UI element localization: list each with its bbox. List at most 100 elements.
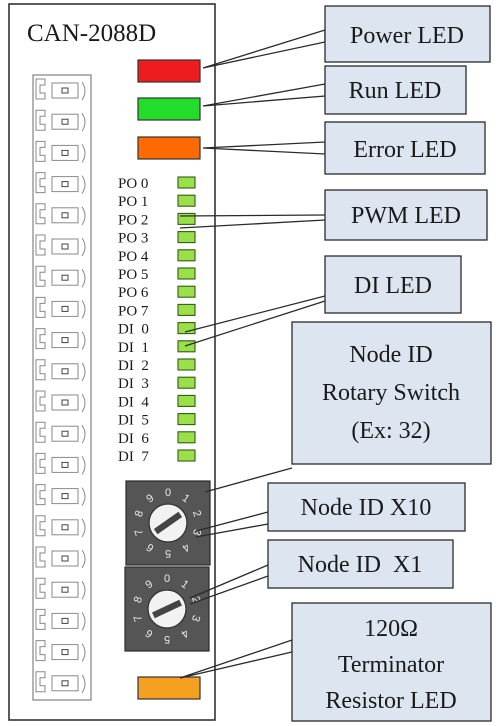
leader-x10-b xyxy=(195,523,269,538)
callout-error-led-text: Error LED xyxy=(353,137,456,163)
io-led-item: PO 1 xyxy=(118,194,196,210)
callout-terminator: 120Ω Terminator Resistor LED xyxy=(291,602,492,722)
terminal-block-frame xyxy=(32,74,92,701)
io-led-item: DI 2 xyxy=(118,358,196,374)
callout-node-id-x1-text: Node ID X1 xyxy=(298,552,423,578)
io-led-indicator xyxy=(177,358,196,371)
io-led-indicator xyxy=(177,212,196,225)
leader-error xyxy=(202,141,326,155)
switch-digit: 0 xyxy=(164,573,170,585)
callout-node-id-x10: Node ID X10 xyxy=(267,482,466,532)
io-led-indicator xyxy=(177,231,196,244)
leader-run xyxy=(202,83,326,107)
io-led-label: PO 0 xyxy=(118,176,148,192)
io-led-item: DI 7 xyxy=(118,449,196,465)
model-title: CAN-2088D xyxy=(27,20,156,47)
leader-pwm-a xyxy=(179,214,326,217)
terminal-slot xyxy=(35,234,86,257)
terminal-slot xyxy=(35,515,86,538)
io-led-indicator xyxy=(177,176,196,189)
leader-x1-b xyxy=(189,575,269,605)
io-led-label: PO 6 xyxy=(118,285,149,301)
terminal-slot xyxy=(35,390,86,413)
power-led xyxy=(137,59,201,83)
switch-digit: 0 xyxy=(165,487,171,499)
io-led-label: DI 0 xyxy=(118,322,149,338)
switch-slot xyxy=(153,511,183,535)
callout-pwm-led: PWM LED xyxy=(324,189,488,241)
terminal-slot xyxy=(35,671,86,694)
io-led-indicator xyxy=(177,431,196,444)
leader-x10-a xyxy=(195,511,269,532)
leader-power xyxy=(202,29,326,69)
io-led-label: PO 5 xyxy=(118,267,148,283)
terminator-resistor-led xyxy=(137,676,201,700)
leader-pwm-b xyxy=(179,219,326,229)
io-led-item: PO 4 xyxy=(118,249,196,265)
io-led-indicator xyxy=(177,322,196,335)
io-led-item: PO 6 xyxy=(118,285,196,301)
terminal-slot xyxy=(35,203,86,226)
io-led-indicator xyxy=(177,249,196,262)
callout-run-led: Run LED xyxy=(324,65,467,115)
io-led-label: DI 1 xyxy=(118,340,149,356)
terminal-slot xyxy=(35,640,86,662)
callout-run-led-text: Run LED xyxy=(349,78,442,104)
terminal-slot xyxy=(35,109,86,132)
callout-power-led: Power LED xyxy=(324,5,491,63)
callout-di-led-text: DI LED xyxy=(354,273,432,299)
io-led-indicator xyxy=(177,340,196,353)
io-led-label: PO 4 xyxy=(118,249,149,265)
callout-node-id-switch: Node ID Rotary Switch (Ex: 32) xyxy=(291,321,492,465)
run-led xyxy=(137,97,201,121)
leader-node-id xyxy=(204,467,293,493)
switch-digit: 2 xyxy=(190,509,203,519)
switch-slot xyxy=(152,599,182,619)
callout-node-id-line-2: Rotary Switch xyxy=(322,380,460,406)
switch-digit: 8 xyxy=(132,595,145,605)
terminal-slot xyxy=(35,546,86,569)
io-led-indicator xyxy=(177,376,196,389)
io-led-label: DI 3 xyxy=(118,376,149,392)
io-led-label: PO 7 xyxy=(118,303,149,319)
io-led-indicator xyxy=(177,449,196,462)
terminal-slot xyxy=(35,452,86,475)
leader-di-b xyxy=(184,300,326,347)
terminal-block xyxy=(32,74,92,701)
switch-digit: 3 xyxy=(189,614,202,624)
io-led-item: DI 6 xyxy=(118,431,196,447)
callout-node-id-x1: Node ID X1 xyxy=(267,539,454,589)
terminal-slot xyxy=(35,328,86,350)
io-led-indicator xyxy=(177,413,196,426)
io-led-indicator xyxy=(177,267,196,280)
leader-x1-a xyxy=(189,564,269,599)
io-led-indicator xyxy=(177,303,196,316)
io-led-item: PO 3 xyxy=(118,231,196,247)
error-led xyxy=(137,136,201,160)
switch-digit: 7 xyxy=(132,614,145,624)
io-led-indicator xyxy=(177,194,196,207)
callout-terminator-line-1: 120Ω xyxy=(364,616,418,642)
switch-digit: 5 xyxy=(164,633,170,645)
switch-digit: 8 xyxy=(133,509,146,519)
callout-node-id-line-3: (Ex: 32) xyxy=(351,418,430,444)
io-led-item: PO 5 xyxy=(118,267,196,283)
io-led-label: DI 6 xyxy=(118,431,149,447)
terminal-slot xyxy=(35,78,86,101)
terminal-slot xyxy=(35,172,86,194)
io-led-label: PO 3 xyxy=(118,231,148,247)
io-led-item: DI 4 xyxy=(118,394,196,410)
terminal-slot xyxy=(35,484,86,506)
switch-digit: 3 xyxy=(190,528,203,538)
callout-node-id-line-1: Node ID xyxy=(349,342,432,368)
switch-digit: 2 xyxy=(189,595,202,605)
io-led-item: DI 5 xyxy=(118,413,196,429)
callout-di-led: DI LED xyxy=(324,255,462,314)
switch-digit: 7 xyxy=(133,528,146,538)
callout-power-led-text: Power LED xyxy=(350,23,464,49)
io-led-label: DI 5 xyxy=(118,413,149,429)
io-led-item: DI 3 xyxy=(118,376,196,392)
io-led-label: DI 2 xyxy=(118,358,149,374)
